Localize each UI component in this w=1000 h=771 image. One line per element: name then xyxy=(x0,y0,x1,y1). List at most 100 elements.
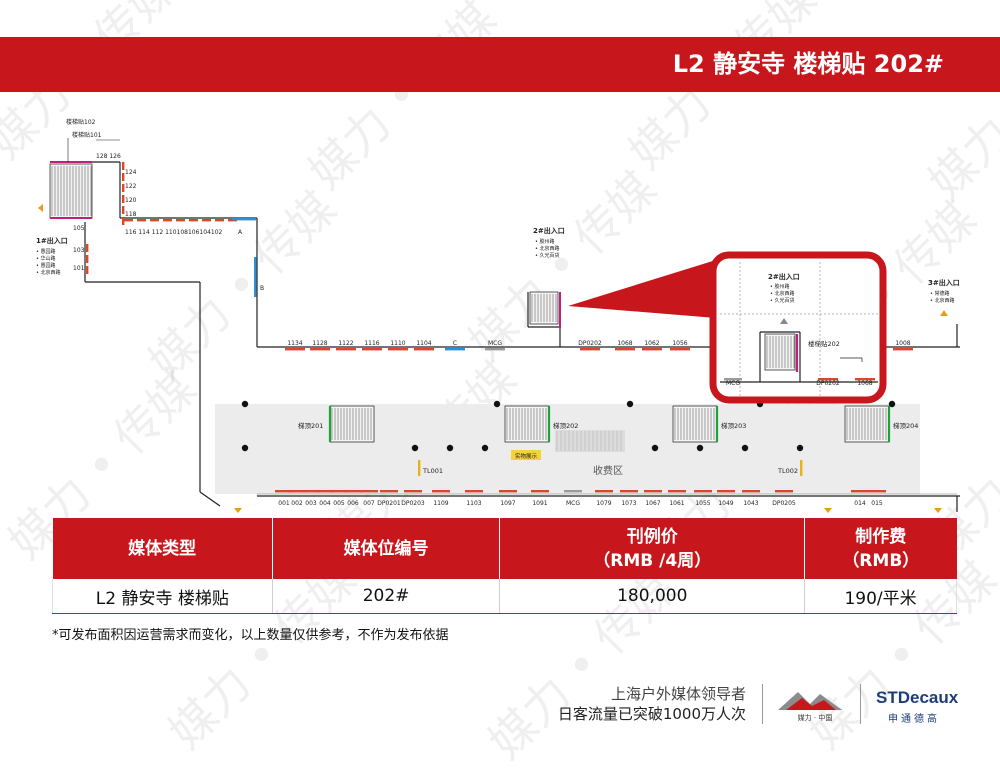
media-marker xyxy=(122,217,125,225)
media-marker xyxy=(122,184,125,192)
media-code: 120 xyxy=(125,197,137,204)
media-code: DP0205 xyxy=(772,500,796,507)
media-marker xyxy=(670,348,690,351)
media-code: 1128 xyxy=(312,340,327,347)
media-code: 014 xyxy=(854,500,866,507)
zoom-exit-road: • 久光百货 xyxy=(770,297,795,304)
media-marker xyxy=(893,348,913,351)
meili-logo-text: 媒力 · 中国 xyxy=(798,713,833,722)
media-marker xyxy=(642,348,662,351)
media-code: 1043 xyxy=(743,500,758,507)
media-code: C xyxy=(453,340,457,347)
zoom-stair-label: 楼梯贴202 xyxy=(808,339,840,348)
pillar xyxy=(446,444,454,452)
pillar xyxy=(796,444,804,452)
media-code: 005 xyxy=(333,500,345,507)
media-marker xyxy=(851,490,869,493)
media-marker xyxy=(694,490,712,493)
media-code: 124 xyxy=(125,169,137,176)
exit-3-road: • 常德路 xyxy=(930,290,950,297)
stdecaux-logo: STDecaux 申通德高 xyxy=(866,684,960,728)
media-code: 1061 xyxy=(669,500,684,507)
header-list-price: 刊例价（RMB /4周） xyxy=(499,518,805,579)
media-code: 1073 xyxy=(621,500,636,507)
exit-arrow-icon xyxy=(38,204,43,212)
media-code: 015 xyxy=(871,500,883,507)
media-code: 118 xyxy=(125,211,137,218)
media-marker xyxy=(344,490,362,493)
pillar xyxy=(241,444,249,452)
media-code: DP0202 xyxy=(578,340,602,347)
media-marker xyxy=(316,490,334,493)
stdecaux-subtitle: 申通德高 xyxy=(888,714,940,725)
media-code: 1008 xyxy=(895,340,910,347)
media-code: MCG xyxy=(566,500,580,507)
zoom-exit-road: • 北京西路 xyxy=(770,290,795,297)
stair-label-101: 楼梯贴101 xyxy=(72,131,102,139)
media-marker xyxy=(275,490,293,493)
pillar xyxy=(411,444,419,452)
zoom-callout-frame xyxy=(709,251,887,404)
media-marker xyxy=(86,255,89,263)
media-marker xyxy=(742,490,760,493)
stair-top-label: 梯顶202 xyxy=(553,421,578,430)
tl-marker xyxy=(800,460,803,476)
cell-production-fee: 190/平米 xyxy=(804,579,957,614)
media-marker xyxy=(775,490,793,493)
media-code: 007 xyxy=(363,500,375,507)
media-code: 103 xyxy=(73,247,85,254)
callout-pointer xyxy=(568,260,716,318)
escalator-2 xyxy=(504,405,550,443)
zoom-exit-title: 2#出入口 xyxy=(768,272,800,281)
media-code: 1116 xyxy=(364,340,379,347)
media-code: 001 xyxy=(278,500,290,507)
media-marker xyxy=(288,490,306,493)
pillar xyxy=(481,444,489,452)
exhibit-box xyxy=(511,450,541,460)
media-code: MCG xyxy=(488,340,502,347)
media-marker xyxy=(531,490,549,493)
media-marker-blue xyxy=(232,218,256,221)
media-marker xyxy=(176,219,185,222)
tl-code: TL002 xyxy=(777,467,798,475)
zoom-code: 1068 xyxy=(857,380,872,387)
exit-3-road: • 北京西路 xyxy=(930,297,955,304)
stair-top-label: 梯顶204 xyxy=(893,421,918,430)
zoom-exit-road: • 胶州路 xyxy=(770,283,790,290)
media-marker xyxy=(122,206,125,214)
media-code: 002 xyxy=(291,500,303,507)
media-marker xyxy=(465,490,483,493)
media-marker xyxy=(668,490,686,493)
media-marker xyxy=(620,490,638,493)
media-marker xyxy=(362,348,382,351)
media-code: 1049 xyxy=(718,500,733,507)
media-marker xyxy=(137,219,146,222)
media-code: 1062 xyxy=(644,340,659,347)
exit-arrow-icon xyxy=(934,508,942,513)
footer-slogan-2: 日客流量已突破1000万人次 xyxy=(557,705,746,723)
exit-1-road: • 愚园路 xyxy=(36,262,56,269)
cell-media-id: 202# xyxy=(271,579,500,614)
media-code: DP0203 xyxy=(401,500,425,507)
media-code: 003 xyxy=(305,500,317,507)
zoom-code: DP0202 xyxy=(816,380,840,387)
media-code: 1068 xyxy=(617,340,632,347)
media-code: 1097 xyxy=(500,500,515,507)
media-marker-blue xyxy=(254,257,257,297)
media-pricing-table: 媒体类型 媒体位编号 刊例价（RMB /4周） 制作费（RMB） L2 静安寺 … xyxy=(52,518,957,614)
exit-2-road: • 久光百货 xyxy=(535,252,560,259)
disclaimer-note: *可发布面积因运营需求而变化，以上数量仅供参考，不作为发布依据 xyxy=(52,628,449,643)
media-marker xyxy=(122,162,125,170)
exit-1-road: • 北京西路 xyxy=(36,269,61,276)
media-marker xyxy=(163,219,172,222)
media-marker xyxy=(724,378,742,381)
media-code: 004 xyxy=(319,500,331,507)
media-marker xyxy=(868,490,886,493)
media-marker xyxy=(330,490,348,493)
pillar xyxy=(741,444,749,452)
tl-code: TL001 xyxy=(422,467,443,475)
table-row: L2 静安寺 楼梯贴 202# 180,000 190/平米 xyxy=(52,579,957,614)
media-marker xyxy=(336,348,356,351)
media-marker xyxy=(414,348,434,351)
